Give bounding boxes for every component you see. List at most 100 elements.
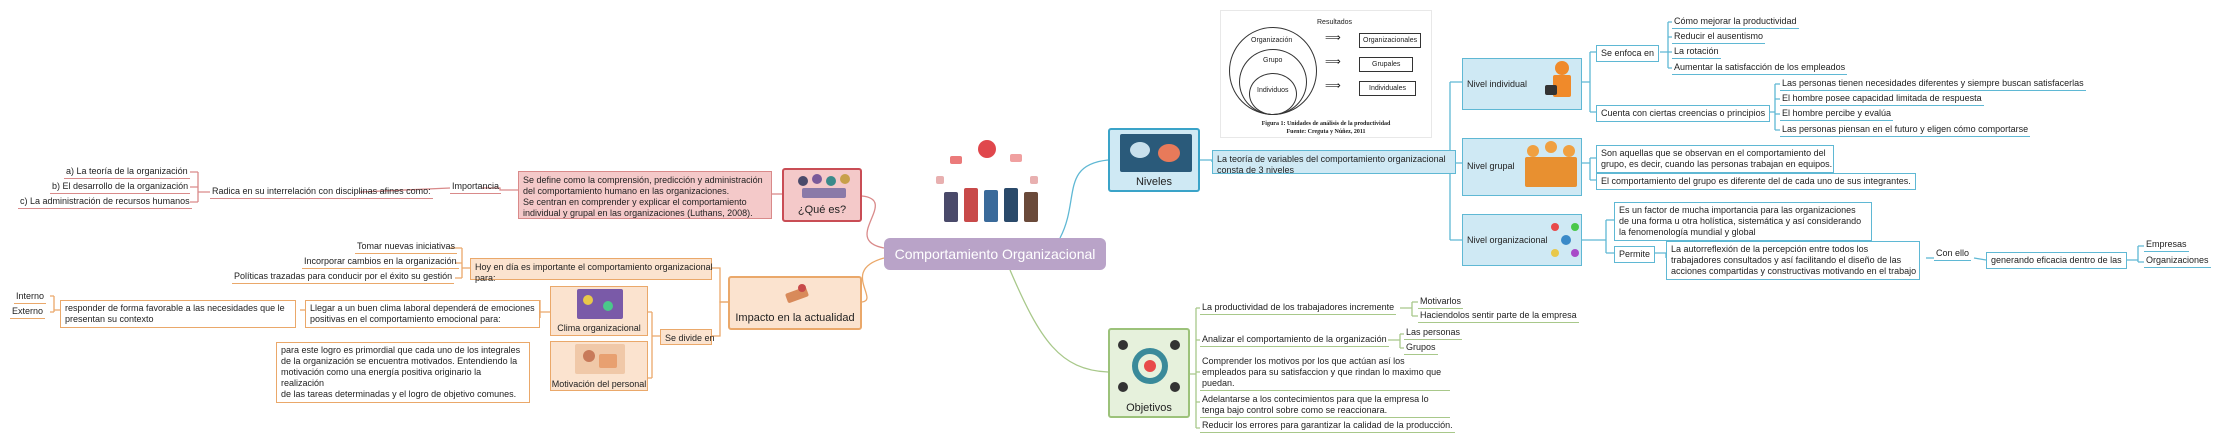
figure-source: Fuente: Creguta y Núñez, 2011 (1286, 129, 1366, 135)
nivel-individual-label: Nivel individual (1467, 79, 1528, 89)
definition-line: individual y grupal en las organizacione… (523, 208, 753, 218)
definition-box[interactable]: Se define como la comprensión, predicció… (518, 171, 772, 219)
enfoca-item[interactable]: Cómo mejorar la productividad (1672, 16, 1799, 29)
niveles-label: Niveles (1135, 176, 1173, 188)
importancia-label[interactable]: Importancia (450, 181, 502, 194)
disciplina-item[interactable]: b) El desarrollo de la organización (50, 181, 191, 194)
niveles-node[interactable]: Niveles (1108, 128, 1200, 192)
individual-circle (1249, 73, 1297, 115)
handshake-icon (784, 282, 810, 308)
generando-box[interactable]: generando eficacia dentro de las (1986, 252, 2127, 269)
factor-box[interactable]: Es un factor de mucha importancia para l… (1614, 202, 1872, 241)
objetivo-item[interactable]: Analizar el comportamiento de la organiz… (1200, 334, 1389, 347)
factor-line: de una forma u otra holística, sistemáti… (1619, 216, 1862, 226)
analizar-sub[interactable]: Grupos (1404, 342, 1438, 355)
figure-caption: Figura 1: Unidades de análisis de la pro… (1261, 121, 1391, 127)
productividad-sub[interactable]: Motivarlos (1418, 296, 1464, 309)
target-icon (1118, 336, 1182, 396)
responder-line: presentan su contexto (65, 314, 154, 324)
motivacion-line: para este logro es primordial que cada u… (281, 345, 521, 355)
analizar-sub[interactable]: Las personas (1404, 327, 1463, 340)
group-people-icon (1523, 141, 1579, 193)
clima-label: Clima organizacional (557, 323, 641, 333)
autorreflexion-line: trabajadores consultados y así facilitan… (1671, 255, 1902, 265)
se-divide-box[interactable]: Se divide en (660, 329, 715, 345)
enfoca-item[interactable]: Reducir el ausentismo (1672, 31, 1766, 44)
principio-item[interactable]: Las personas piensan en el futuro y elig… (1780, 124, 2031, 137)
se-enfoca-box[interactable]: Se enfoca en (1596, 45, 1660, 62)
arrow-icon: ⟹ (1325, 56, 1341, 68)
speech-bubbles-icon (1120, 134, 1192, 172)
principio-item[interactable]: El hombre percibe y evalúa (1780, 108, 1894, 121)
clima-text-box[interactable]: Llegar a un buen clima laboral dependerá… (305, 300, 540, 328)
clima-text-line: positivas en el comportamiento emocional… (310, 314, 501, 324)
para-item[interactable]: Incorporar cambios en la organización (302, 256, 459, 269)
objetivo-item[interactable]: La productividad de los trabajadores inc… (1200, 302, 1397, 315)
destino-item[interactable]: Organizaciones (2144, 255, 2211, 268)
grupal-diff-box[interactable]: El comportamiento del grupo es diferente… (1596, 173, 1916, 190)
clima-tipo[interactable]: Externo (10, 306, 46, 319)
principio-item[interactable]: El hombre posee capacidad limitada de re… (1780, 93, 1984, 106)
objetivos-node[interactable]: Objetivos (1108, 328, 1190, 418)
radica-label[interactable]: Radica en su interrelación con disciplin… (210, 186, 433, 199)
autorreflexion-box[interactable]: La autorreflexión de la percepción entre… (1666, 241, 1920, 280)
responder-box[interactable]: responder de forma favorable a las neces… (60, 300, 296, 328)
adelantarse-line: Adelantarse a los contecimientos para qu… (1202, 394, 1429, 404)
teamwork-illustration (926, 136, 1050, 228)
grupal-desc-line: Son aquellas que se observan en el compo… (1601, 148, 1826, 158)
central-topic[interactable]: Comportamiento Organizacional (884, 238, 1106, 270)
enfoca-item[interactable]: Aumentar la satisfacción de los empleado… (1672, 62, 1848, 75)
motivacion-line: de la organización se encuentra motivado… (281, 356, 518, 366)
disciplina-item[interactable]: c) La administración de recursos humanos (18, 196, 192, 209)
para-item[interactable]: Tomar nuevas iniciativas (355, 241, 458, 254)
teoria-box[interactable]: La teoría de variables del comportamient… (1212, 150, 1456, 175)
objetivo-item[interactable]: Reducir los errores para garantizar la c… (1200, 420, 1455, 433)
grupal-desc-box[interactable]: Son aquellas que se observan en el compo… (1596, 145, 1834, 173)
que-es-node[interactable]: ¿Qué es? (782, 168, 862, 222)
definition-line: del comportamiento humano en las organiz… (523, 186, 730, 196)
clima-text-line: Llegar a un buen clima laboral dependerá… (310, 303, 535, 313)
clima-tipo[interactable]: Interno (14, 291, 47, 304)
nivel-organizacional-label: Nivel organizacional (1467, 235, 1548, 245)
figure-box-org: Organizacionales (1359, 33, 1422, 48)
disciplina-item[interactable]: a) La teoría de la organización (64, 166, 190, 179)
definition-line: Se centran en comprender y explicar el c… (523, 197, 747, 207)
nivel-grupal-node[interactable]: Nivel grupal (1462, 138, 1582, 196)
principio-item[interactable]: Las personas tienen necesidades diferent… (1780, 78, 2086, 91)
factor-line: la fenomenología mundial y global (1619, 227, 1756, 237)
responder-line: responder de forma favorable a las neces… (65, 303, 285, 313)
motivacion-line: motivación como una energía positiva ori… (281, 367, 482, 388)
permite-box[interactable]: Permite (1614, 246, 1656, 263)
teoria-line: La teoría de variables del comportamient… (1217, 154, 1446, 164)
teoria-line: consta de 3 niveles (1217, 165, 1295, 175)
comprender-line: puedan. (1202, 378, 1235, 388)
motivation-icon (575, 344, 625, 374)
grupal-desc-line: grupo, es decir, cuando las personas tra… (1601, 159, 1833, 169)
productividad-sub[interactable]: Haciendolos sentir parte de la empresa (1418, 310, 1579, 323)
impacto-label: Impacto en la actualidad (735, 312, 855, 324)
cuenta-box[interactable]: Cuenta con ciertas creencias o principio… (1596, 105, 1771, 122)
network-icon (1551, 221, 1581, 261)
people-icon (796, 174, 852, 200)
clima-node[interactable]: Clima organizacional (550, 286, 648, 336)
nivel-individual-node[interactable]: Nivel individual (1462, 58, 1582, 110)
comprender-item[interactable]: Comprender los motivos por los que actúa… (1200, 356, 1450, 391)
factor-line: Es un factor de mucha importancia para l… (1619, 205, 1856, 215)
impacto-node[interactable]: Impacto en la actualidad (728, 276, 862, 330)
hoy-box[interactable]: Hoy en día es importante el comportamien… (470, 258, 713, 283)
con-ello-label[interactable]: Con ello (1934, 248, 1972, 261)
destino-item[interactable]: Empresas (2144, 239, 2189, 252)
figure-box-grp: Grupales (1359, 57, 1414, 72)
autorreflexion-line: acciones compartidas y constructivas mot… (1671, 266, 1917, 276)
que-es-label: ¿Qué es? (797, 204, 847, 216)
para-item[interactable]: Políticas trazadas para conducir por el … (232, 271, 455, 284)
adelantarse-item[interactable]: Adelantarse a los contecimientos para qu… (1200, 394, 1450, 418)
nivel-grupal-label: Nivel grupal (1467, 161, 1515, 171)
enfoca-item[interactable]: La rotación (1672, 46, 1721, 59)
nivel-organizacional-node[interactable]: Nivel organizacional (1462, 214, 1582, 266)
adelantarse-line: tenga bajo control sobre como se reaccio… (1202, 405, 1388, 415)
motivacion-text-box[interactable]: para este logro es primordial que cada u… (276, 342, 530, 403)
climate-icon (577, 289, 623, 319)
motivacion-node[interactable]: Motivación del personal (550, 341, 648, 391)
figure-box-ind: Individuales (1359, 81, 1416, 96)
